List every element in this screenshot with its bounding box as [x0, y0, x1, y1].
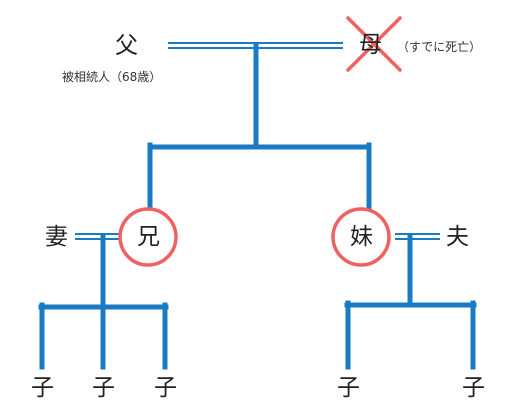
brother-wife-label: 妻 — [45, 224, 68, 250]
younger-sister-highlight-circle — [331, 207, 391, 267]
parents-children-connector — [147, 43, 372, 211]
elder-brother-highlight-circle — [118, 207, 178, 267]
mother-deceased-cross-icon — [346, 16, 402, 72]
sister-children-connector — [344, 234, 477, 370]
brother-child-label: 子 — [92, 375, 115, 401]
sister-child-label: 子 — [337, 375, 360, 401]
sister-child-label: 子 — [462, 375, 485, 401]
brother-children-connector — [38, 234, 169, 370]
father-label: 父 — [115, 33, 138, 59]
younger-sister-label: 妹 — [350, 224, 373, 250]
sister-husband-label: 夫 — [446, 224, 469, 250]
sister-marriage-line — [395, 233, 440, 240]
elder-brother-label: 兄 — [137, 224, 160, 250]
brother-child-label: 子 — [154, 375, 177, 401]
brother-marriage-line — [75, 233, 120, 240]
father-note: 被相続人（68歳） — [62, 70, 162, 84]
mother-note: （すでに死亡） — [397, 40, 482, 54]
brother-child-label: 子 — [31, 375, 54, 401]
mother-label: 母 — [359, 32, 382, 58]
